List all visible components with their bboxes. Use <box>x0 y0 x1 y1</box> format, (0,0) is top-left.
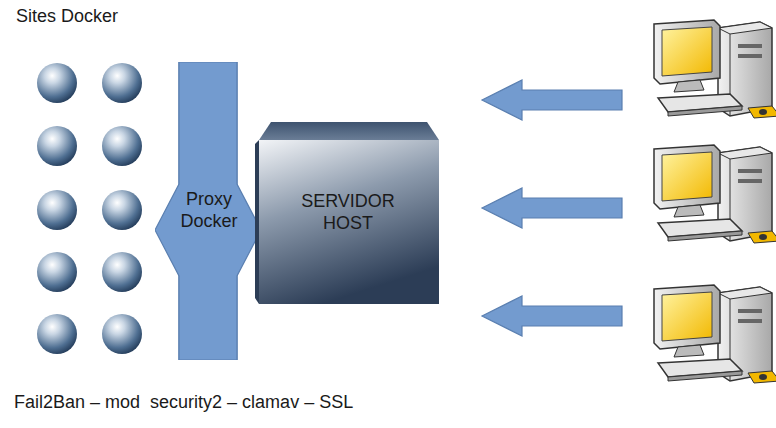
node-text-group: SERVIDOR HOST <box>288 191 408 234</box>
request-arrows <box>482 80 622 336</box>
host-server-box: SERVIDOR HOST <box>255 122 441 304</box>
node-label: Proxy Docker <box>169 189 249 232</box>
diagram-title: Sites Docker <box>16 6 118 27</box>
proxy-band: Proxy Docker <box>155 62 263 360</box>
feature-note: Fail2Ban – mod security2 – clamav – SSL <box>14 392 353 413</box>
client-computers <box>654 20 776 383</box>
node-label: SERVIDOR HOST <box>288 191 408 234</box>
node-text-group: Proxy Docker <box>169 189 249 232</box>
docker-site-spheres <box>37 63 142 354</box>
